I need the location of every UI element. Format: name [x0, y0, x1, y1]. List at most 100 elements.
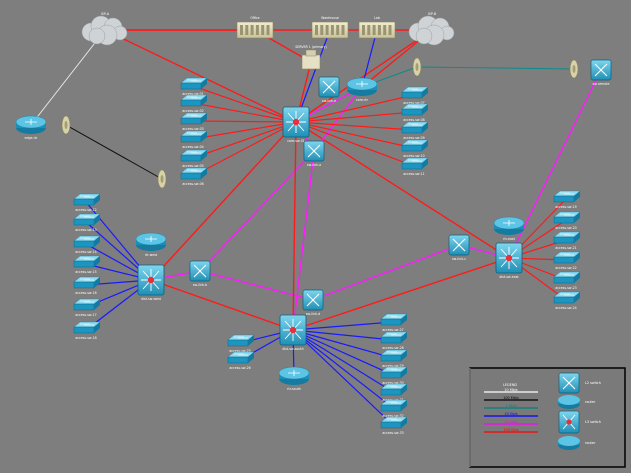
- router-edge-label: edge-rtr: [25, 136, 39, 140]
- legend-line-label: 40 Gb/s: [504, 420, 517, 424]
- access-switch-label: access-sw-26: [229, 366, 250, 370]
- access-switch-label: access-sw-25: [229, 349, 250, 353]
- access-switch: [553, 271, 581, 284]
- link-access-top_left: [192, 121, 297, 177]
- access-switch-label: access-sw-20: [555, 226, 576, 230]
- cloud-isp-b: [408, 15, 455, 46]
- link-access-south_right: [292, 329, 394, 359]
- building-label: Office: [250, 16, 259, 20]
- link-access-top_left: [192, 102, 297, 123]
- access-switch: [553, 190, 581, 203]
- link-blue: [361, 29, 378, 88]
- link-red: [150, 121, 297, 281]
- legend-line-label: 1 Gb/s: [506, 404, 517, 408]
- access-switch: [180, 149, 208, 162]
- access-switch: [73, 255, 101, 268]
- access-switch: [380, 349, 408, 362]
- link-red: [295, 29, 433, 123]
- legend-line-label: 100 Mb/s: [503, 396, 519, 400]
- l2-switch-d: [302, 289, 324, 311]
- router-west: [135, 232, 167, 251]
- antenna-icon: [61, 115, 71, 135]
- access-switch: [380, 366, 408, 379]
- legend-router-icon: [558, 436, 580, 450]
- access-switch-label: access-sw-16: [75, 291, 96, 295]
- link-magenta: [199, 270, 314, 301]
- legend-router-icon: [558, 395, 580, 409]
- access-switch: [380, 399, 408, 412]
- access-switch-label: access-sw-24: [555, 306, 576, 310]
- access-switch-label: access-sw-09: [403, 136, 424, 140]
- access-switch-label: access-sw-22: [555, 266, 576, 270]
- access-switch: [73, 298, 101, 311]
- l2-switch-a-label: sw-link-a: [307, 163, 321, 167]
- link-access-south_right: [292, 329, 394, 341]
- legend-frame: [469, 367, 626, 468]
- link-access-top_right: [295, 121, 415, 167]
- access-switch: [227, 351, 255, 364]
- link-red: [295, 121, 510, 259]
- access-switch: [180, 130, 208, 143]
- access-switch: [73, 321, 101, 334]
- l2-switch-a: [303, 140, 325, 162]
- ml-switch-west: [137, 264, 165, 296]
- link-access-top_left: [192, 120, 297, 123]
- access-switch-label: access-sw-23: [555, 286, 576, 290]
- access-switch-label: access-sw-28: [382, 346, 403, 350]
- link-red: [292, 121, 297, 331]
- access-switch-label: access-sw-10: [403, 154, 424, 158]
- access-switch: [73, 235, 101, 248]
- access-switch: [380, 331, 408, 344]
- legend-line-label: 10 Mb/s: [504, 388, 518, 392]
- l2-switch-remote-label: sw-remote: [593, 82, 610, 86]
- access-switch-label: access-sw-01: [182, 92, 203, 96]
- link-access-top_left: [192, 121, 297, 159]
- l2-switch-e-label: sw-link-e: [322, 99, 336, 103]
- access-switch: [73, 193, 101, 206]
- building-label: Lab: [374, 16, 380, 20]
- link-wireless-a: [65, 124, 163, 180]
- access-switch-label: access-sw-14: [75, 250, 96, 254]
- router-core: [346, 77, 378, 96]
- access-switch-label: access-sw-18: [75, 336, 96, 340]
- access-switch-label: access-sw-02: [182, 109, 203, 113]
- access-switch-label: access-sw-27: [382, 328, 403, 332]
- l2-switch-d-label: sw-link-d: [306, 312, 320, 316]
- legend-icon-label: router: [585, 400, 596, 404]
- link-access-top_right: [295, 121, 415, 149]
- router-east: [493, 216, 525, 235]
- router-edge: [15, 115, 47, 134]
- access-switch-label: access-sw-32: [382, 414, 403, 418]
- l2-switch-remote: [590, 59, 612, 81]
- access-switch-label: access-sw-06: [182, 182, 203, 186]
- access-switch: [180, 94, 208, 107]
- access-switch-label: access-sw-30: [382, 381, 403, 385]
- access-switch-label: access-sw-33: [382, 431, 403, 435]
- access-switch: [401, 86, 429, 99]
- access-switch: [380, 313, 408, 326]
- access-switch: [553, 291, 581, 304]
- access-switch: [401, 103, 429, 116]
- access-switch-label: access-sw-03: [182, 127, 203, 131]
- access-switch: [401, 157, 429, 170]
- access-switch-label: access-sw-05: [182, 164, 203, 168]
- link-access-top_right: [295, 94, 415, 123]
- link-access-south_right: [292, 329, 394, 376]
- link-access-top_right: [295, 111, 415, 123]
- building-icon: [311, 21, 349, 39]
- access-switch: [401, 139, 429, 152]
- ml-switch-east: [495, 242, 523, 274]
- access-switch: [73, 213, 101, 226]
- antenna-icon: [569, 59, 579, 79]
- ml-switch-core-label: core-sw-01: [287, 139, 305, 143]
- ml-switch-south: [279, 314, 307, 346]
- ml-switch-south-label: dist-sw-south: [282, 347, 303, 351]
- access-switch-label: access-sw-08: [403, 118, 424, 122]
- router-east-label: rtr-east: [503, 237, 515, 241]
- building-icon: [358, 21, 396, 39]
- access-switch: [553, 211, 581, 224]
- legend-icon-label: L3 switch: [585, 420, 601, 424]
- access-switch: [401, 121, 429, 134]
